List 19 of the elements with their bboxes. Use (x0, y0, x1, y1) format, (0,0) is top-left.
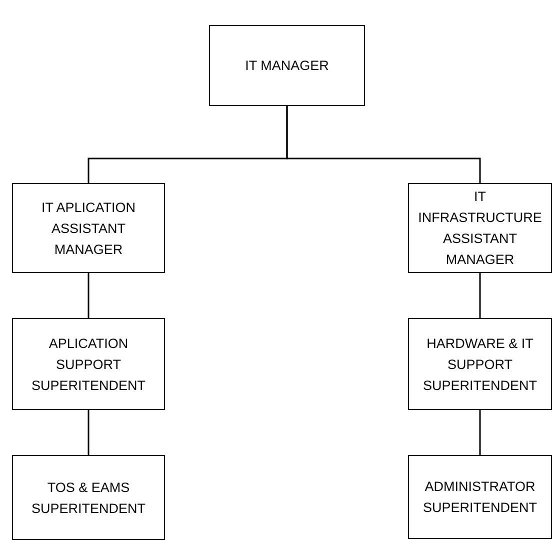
connector-line (88, 410, 90, 455)
role-title: APLICATION SUPPORT SUPERITENDENT (30, 334, 146, 394)
connector-line (286, 106, 481, 183)
connector-line (88, 273, 90, 318)
role-title: IT APLICATION ASSISTANT MANAGER (40, 198, 137, 258)
role-title: IT INFRASTRUCTURE ASSISTANT MANAGER (417, 188, 543, 269)
org-box (209, 25, 365, 106)
org-box (12, 183, 165, 273)
role-title: HARDWARE & IT SUPPORT SUPERITENDENT (422, 334, 538, 394)
org-box (12, 455, 165, 540)
role-title: TOS & EAMS SUPERITENDENT (30, 478, 146, 518)
connector-line (479, 410, 481, 455)
org-box (408, 455, 552, 539)
connector-line (479, 273, 481, 318)
org-box (408, 183, 552, 273)
role-title: IT MANAGER (245, 57, 329, 75)
role-title: ADMINISTRATOR SUPERITENDENT (422, 478, 538, 517)
org-box (12, 318, 165, 410)
org-box (408, 318, 552, 410)
